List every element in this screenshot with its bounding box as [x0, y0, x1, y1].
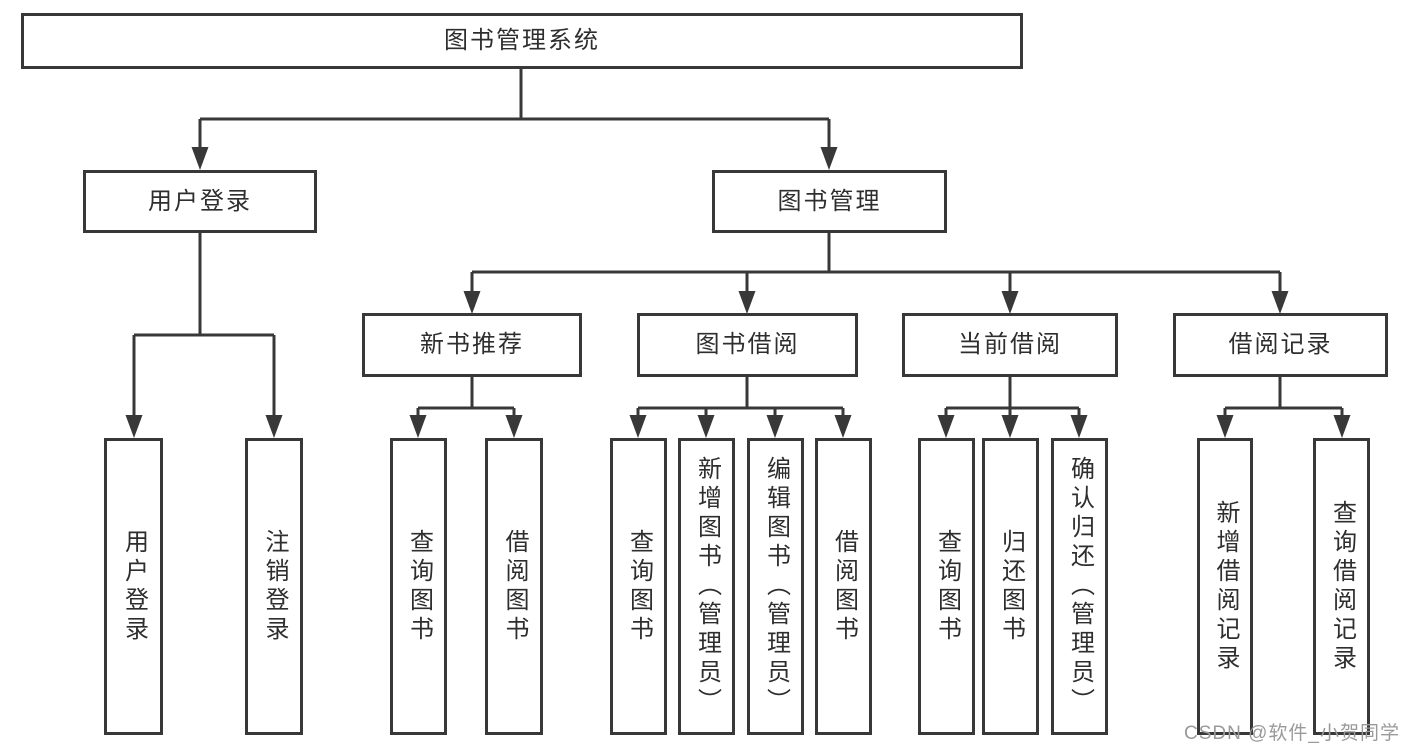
leaf-query-books-borrow-label: 查询图书 [625, 528, 653, 645]
leaf-borrow-books-recommend-label: 借阅图书 [501, 528, 528, 645]
leaf-user-login: 用户登录 [104, 438, 163, 735]
leaf-return-books: 归还图书 [982, 438, 1039, 735]
leaf-borrow-books-recommend: 借阅图书 [485, 438, 543, 735]
leaf-query-books-recommend: 查询图书 [390, 438, 447, 735]
arrowheads [125, 147, 1351, 438]
leaf-logout-label: 注销登录 [261, 528, 288, 645]
leaf-query-books-current-label: 查询图书 [933, 528, 961, 645]
connector-login-split [132, 233, 276, 420]
leaf-borrow-books: 借阅图书 [815, 438, 872, 735]
node-user-login-label: 用户登录 [148, 187, 252, 215]
leaf-borrow-books-label: 借阅图书 [830, 528, 858, 645]
node-borrow-record-label: 借阅记录 [1228, 331, 1333, 358]
connector-newrec-split [416, 377, 516, 420]
node-current-borrow: 当前借阅 [902, 313, 1118, 377]
leaf-add-borrow-record-label: 新增借阅记录 [1212, 499, 1239, 674]
node-borrow-record: 借阅记录 [1173, 313, 1388, 377]
leaf-edit-books-admin-label: 编辑图书（管理员） [762, 456, 790, 717]
leaf-return-books-label: 归还图书 [997, 528, 1025, 645]
connector-current-split [944, 377, 1081, 420]
csdn-watermark: CSDN @软件_小贺同学 [1184, 723, 1400, 744]
leaf-add-borrow-record: 新增借阅记录 [1197, 438, 1253, 735]
node-current-borrow-label: 当前借阅 [958, 331, 1062, 358]
connector-borrow-split [636, 377, 845, 420]
node-root-label: 图书管理系统 [444, 27, 600, 54]
node-book-borrow: 图书借阅 [637, 313, 858, 377]
node-root-system: 图书管理系统 [21, 13, 1023, 69]
leaf-confirm-return-admin-label: 确认归还（管理员） [1066, 456, 1094, 717]
leaf-query-borrow-record-label: 查询借阅记录 [1328, 499, 1356, 674]
connector-root-split [198, 69, 831, 152]
node-user-login: 用户登录 [83, 170, 317, 233]
leaf-query-books-recommend-label: 查询图书 [405, 528, 433, 645]
leaf-query-borrow-record: 查询借阅记录 [1313, 438, 1370, 735]
leaf-logout: 注销登录 [245, 438, 303, 735]
connector-record-split [1223, 377, 1344, 420]
leaf-query-books-borrow: 查询图书 [610, 438, 667, 735]
leaf-add-books-admin: 新增图书（管理员） [678, 438, 735, 735]
node-book-borrow-label: 图书借阅 [695, 331, 800, 358]
leaf-user-login-label: 用户登录 [120, 528, 148, 645]
leaf-confirm-return-admin: 确认归还（管理员） [1051, 438, 1108, 735]
leaf-edit-books-admin: 编辑图书（管理员） [747, 438, 804, 735]
leaf-add-books-admin-label: 新增图书（管理员） [693, 456, 721, 717]
connector-mgmt-split [470, 233, 1282, 296]
node-new-book-recommend: 新书推荐 [362, 313, 582, 377]
node-book-management: 图书管理 [712, 170, 947, 233]
leaf-query-books-current: 查询图书 [918, 438, 975, 735]
node-book-management-label: 图书管理 [777, 187, 882, 215]
node-new-book-recommend-label: 新书推荐 [420, 331, 524, 358]
